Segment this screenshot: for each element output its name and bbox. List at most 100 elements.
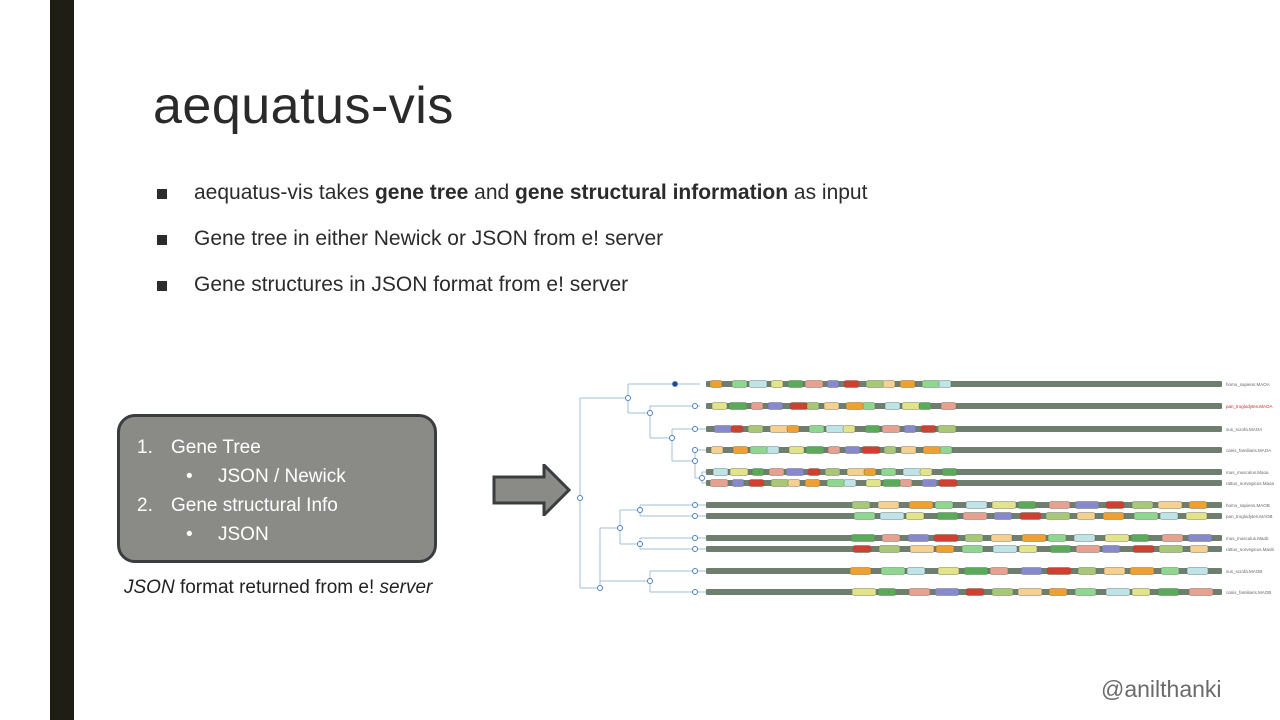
exon-block xyxy=(1103,567,1126,575)
exon-block xyxy=(879,512,905,520)
exon-block xyxy=(961,545,984,553)
gene-label: sus_scrofa.MAOA xyxy=(1226,427,1262,432)
bullet-text: Gene structures in JSON format from e! s… xyxy=(194,273,629,296)
exon-block xyxy=(786,425,800,433)
gene-tree-visualization: homo_sapiens.MAOApan_troglodytes.MAOAsus… xyxy=(577,380,1275,596)
exon-block xyxy=(965,501,988,509)
exon-block xyxy=(748,380,768,388)
exon-block xyxy=(711,402,728,410)
list-subitem: JSON / Newick xyxy=(218,466,346,487)
bullet-text: aequatus-vis takes gene tree and gene st… xyxy=(194,181,868,204)
exon-block xyxy=(825,425,845,433)
exon-block xyxy=(1047,534,1067,542)
exon-block xyxy=(1157,588,1180,596)
exon-block xyxy=(907,534,930,542)
exon-block xyxy=(1017,501,1037,509)
square-bullet-icon xyxy=(157,235,167,245)
exon-block xyxy=(880,567,906,575)
exon-block xyxy=(843,380,860,388)
exon-block xyxy=(732,446,749,454)
gene-bar xyxy=(706,403,1222,409)
list-subitem: JSON xyxy=(218,524,269,545)
tree-node xyxy=(692,568,698,574)
exon-block xyxy=(921,380,941,388)
exon-block xyxy=(1045,512,1071,520)
exon-block xyxy=(1049,545,1072,553)
exon-block xyxy=(1020,567,1043,575)
exon-block xyxy=(804,380,824,388)
exon-block xyxy=(1133,512,1159,520)
exon-block xyxy=(939,446,953,454)
exon-block xyxy=(882,479,902,487)
exon-block xyxy=(936,512,959,520)
exon-block xyxy=(941,468,958,476)
exon-block xyxy=(731,380,748,388)
tree-node xyxy=(692,426,698,432)
exon-block xyxy=(1189,545,1209,553)
exon-block xyxy=(940,402,957,410)
exon-block xyxy=(1074,588,1097,596)
exon-block xyxy=(824,468,841,476)
exon-block xyxy=(934,588,960,596)
exon-block xyxy=(827,446,841,454)
exon-block xyxy=(1130,534,1150,542)
tree-node xyxy=(637,541,643,547)
exon-block xyxy=(808,425,825,433)
tree-node xyxy=(637,507,643,513)
exon-block xyxy=(909,545,935,553)
exon-block xyxy=(1048,588,1068,596)
exon-block xyxy=(826,380,840,388)
tree-node xyxy=(692,502,698,508)
exon-block xyxy=(846,468,866,476)
exon-block xyxy=(748,479,765,487)
exon-block xyxy=(1104,534,1130,542)
exon-block xyxy=(785,468,805,476)
gene-label: canis_familiaris.MAOA xyxy=(1226,448,1271,453)
exon-block xyxy=(882,380,896,388)
exon-block xyxy=(918,402,932,410)
tree-node xyxy=(692,535,698,541)
exon-block xyxy=(1077,567,1097,575)
tree-node xyxy=(692,546,698,552)
exon-block xyxy=(1073,534,1096,542)
exon-block xyxy=(845,402,865,410)
exon-block xyxy=(920,425,937,433)
exon-block xyxy=(789,402,809,410)
exon-block xyxy=(877,501,900,509)
exon-block xyxy=(880,468,897,476)
exon-block xyxy=(902,468,922,476)
twitter-handle: @anilthanki xyxy=(1101,676,1222,702)
exon-block xyxy=(990,534,1013,542)
exon-block xyxy=(863,468,877,476)
tree-node xyxy=(647,410,653,416)
gene-label: homo_sapiens.MAOA xyxy=(1226,382,1270,387)
exon-block xyxy=(729,468,749,476)
square-bullet-icon xyxy=(157,189,167,199)
exon-block xyxy=(937,567,960,575)
exon-block xyxy=(989,567,1009,575)
exon-block xyxy=(1159,512,1179,520)
exon-block xyxy=(865,380,885,388)
exon-block xyxy=(849,567,872,575)
right-arrow-icon xyxy=(492,464,572,516)
exon-block xyxy=(712,468,729,476)
exon-block xyxy=(751,468,765,476)
exon-block xyxy=(937,425,957,433)
exon-block xyxy=(1102,512,1125,520)
exon-block xyxy=(934,501,954,509)
exon-block xyxy=(851,501,871,509)
exon-block xyxy=(935,545,955,553)
sub-bullet-icon: • xyxy=(186,524,193,545)
exon-block xyxy=(804,479,821,487)
exon-block xyxy=(938,380,952,388)
exon-block xyxy=(747,425,764,433)
tree-node xyxy=(647,578,653,584)
exon-block xyxy=(1131,501,1154,509)
exon-block xyxy=(1048,501,1071,509)
sub-bullet-icon: • xyxy=(186,466,193,487)
exon-block xyxy=(1018,545,1038,553)
exon-block xyxy=(922,446,942,454)
exon-block xyxy=(964,534,984,542)
exon-block xyxy=(864,425,881,433)
slide-title: aequatus-vis xyxy=(153,77,454,135)
